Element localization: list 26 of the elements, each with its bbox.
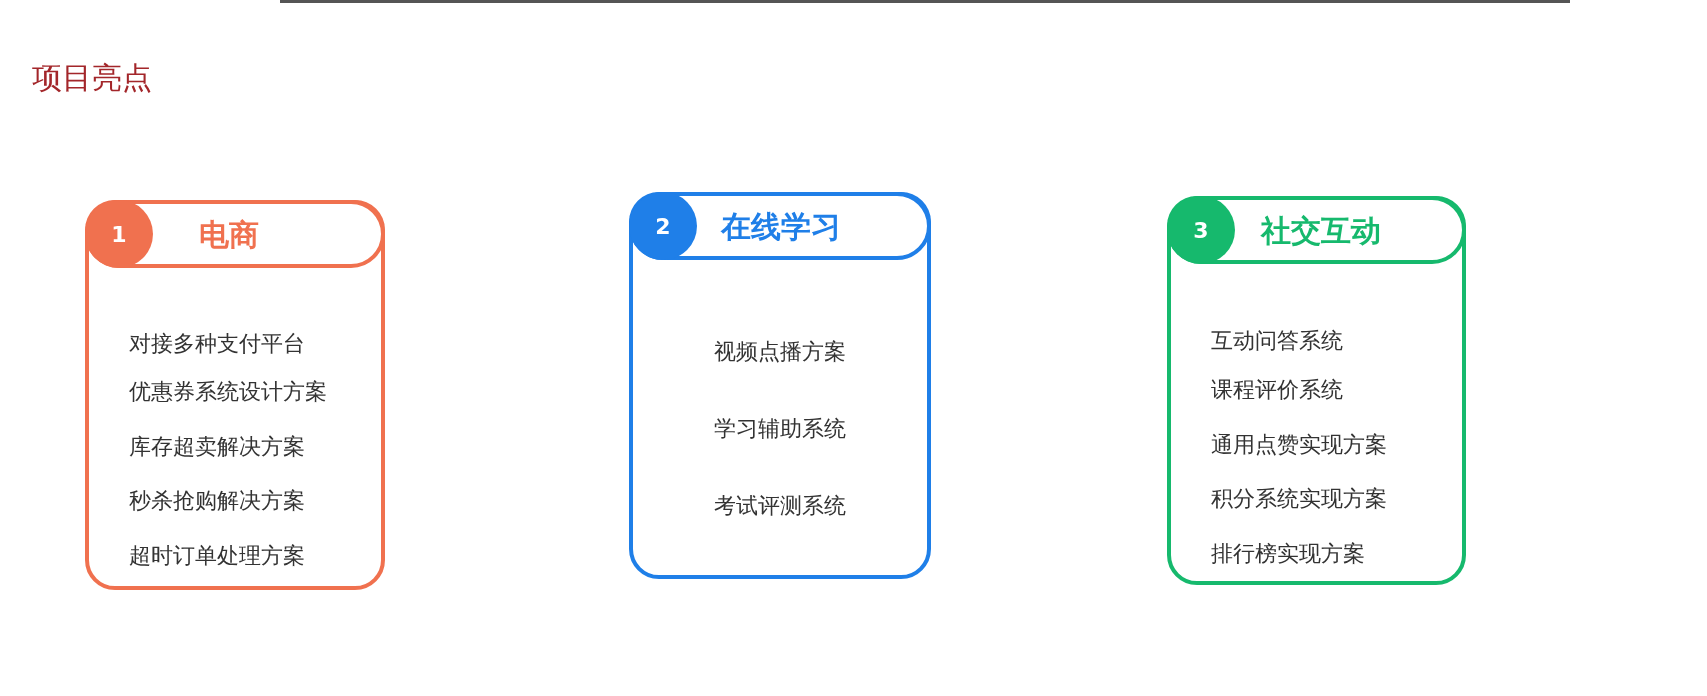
list-item: 秒杀抢购解决方案 bbox=[129, 487, 305, 515]
card-heading: 电商 bbox=[199, 216, 259, 254]
list-item: 库存超卖解决方案 bbox=[129, 433, 305, 461]
topic-card bbox=[85, 200, 385, 590]
list-item: 视频点播方案 bbox=[713, 338, 847, 366]
number-badge: 2 bbox=[629, 192, 697, 260]
header-pill bbox=[1167, 196, 1466, 264]
list-item: 互动问答系统 bbox=[1211, 327, 1343, 355]
list-item: 排行榜实现方案 bbox=[1211, 540, 1365, 568]
topic-card bbox=[1167, 196, 1466, 585]
list-item: 考试评测系统 bbox=[713, 492, 847, 520]
list-item: 积分系统实现方案 bbox=[1211, 485, 1387, 513]
list-item: 通用点赞实现方案 bbox=[1211, 431, 1387, 459]
number-badge: 3 bbox=[1167, 196, 1235, 264]
header-pill bbox=[85, 200, 385, 268]
topic-card bbox=[629, 192, 931, 579]
list-item: 超时订单处理方案 bbox=[129, 542, 305, 570]
slide-title: 项目亮点 bbox=[32, 59, 152, 97]
number-badge: 1 bbox=[85, 200, 153, 268]
list-item: 课程评价系统 bbox=[1211, 376, 1343, 404]
list-item: 对接多种支付平台 bbox=[129, 330, 305, 358]
card-heading: 在线学习 bbox=[721, 208, 841, 246]
list-item: 优惠券系统设计方案 bbox=[129, 378, 327, 406]
list-item: 学习辅助系统 bbox=[713, 415, 847, 443]
card-heading: 社交互动 bbox=[1261, 212, 1381, 250]
header-pill bbox=[629, 192, 931, 260]
